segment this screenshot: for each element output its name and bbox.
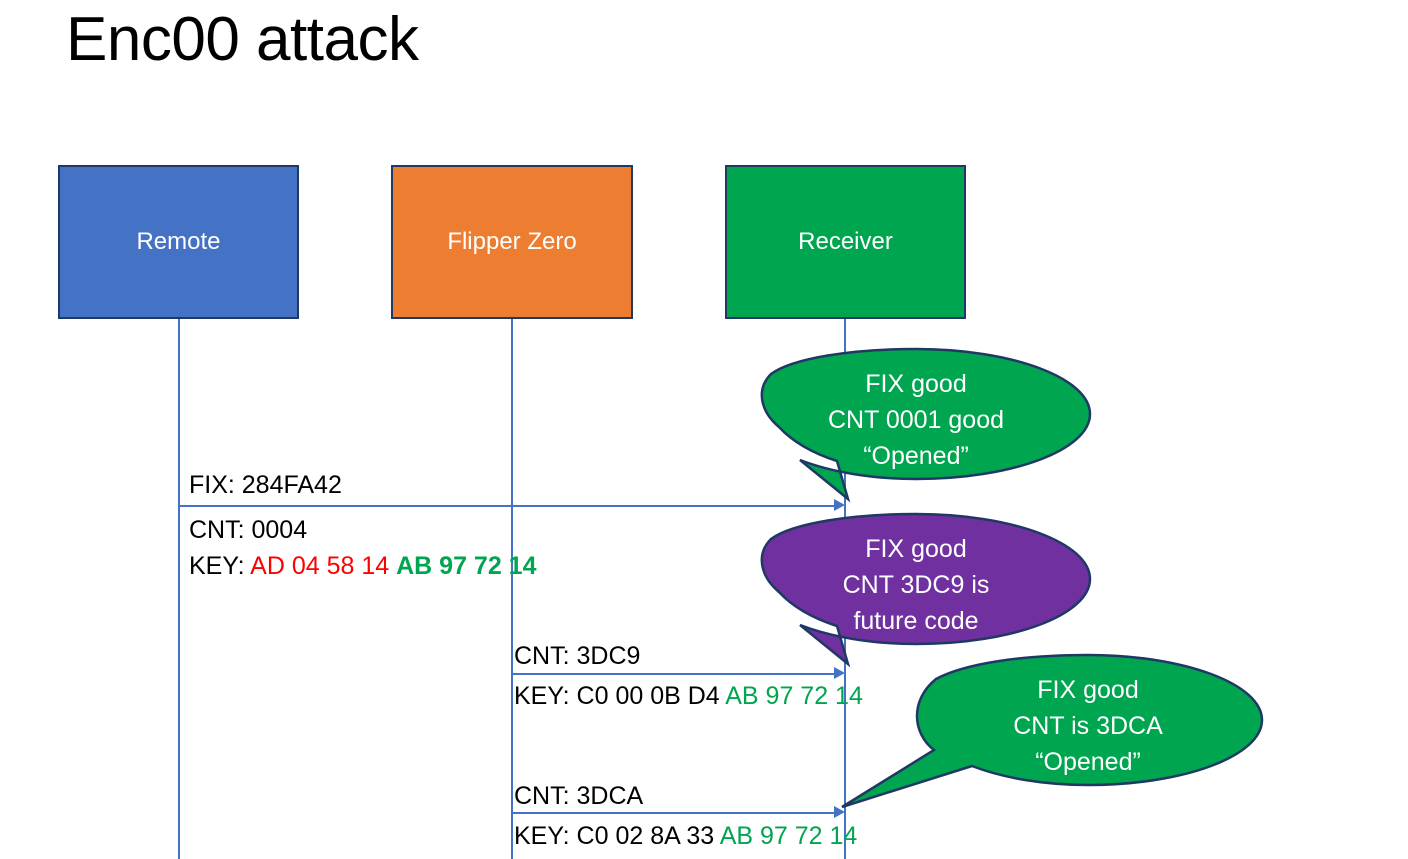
message-3-cnt-label: CNT: 3DCA bbox=[514, 782, 644, 810]
callout-shape-purple bbox=[760, 512, 1092, 668]
key-green-bytes: AB 97 72 14 bbox=[396, 552, 537, 580]
message-2-key-label: KEY: C0 00 0B D4 AB 97 72 14 bbox=[514, 678, 863, 714]
key-red-bytes: AD 04 58 14 bbox=[250, 552, 390, 580]
message-3-key-label: KEY: C0 02 8A 33 AB 97 72 14 bbox=[514, 818, 857, 854]
message-1-fix-label: FIX: 284FA42 bbox=[189, 471, 342, 499]
actor-box-receiver[interactable]: Receiver bbox=[725, 165, 966, 319]
lifeline-remote bbox=[178, 319, 180, 859]
key-green-bytes: AB 97 72 14 bbox=[725, 682, 863, 710]
callout-bubble-2[interactable]: FIX good CNT 3DC9 is future code bbox=[742, 512, 1092, 675]
key-prefix: KEY: bbox=[189, 552, 251, 580]
callout-bubble-3[interactable]: FIX good CNT is 3DCA “Opened” bbox=[841, 653, 1264, 816]
message-arrow-3 bbox=[512, 812, 836, 814]
message-2-cnt-label: CNT: 3DC9 bbox=[514, 642, 641, 670]
page-title: Enc00 attack bbox=[66, 5, 419, 74]
callout-bubble-1[interactable]: FIX good CNT 0001 good “Opened” bbox=[742, 347, 1092, 510]
message-1-key-label: KEY: AD 04 58 14 AB 97 72 14 bbox=[189, 548, 537, 584]
actor-box-remote[interactable]: Remote bbox=[58, 165, 299, 319]
actor-label-remote: Remote bbox=[136, 228, 221, 255]
arrowhead-icon bbox=[834, 667, 845, 679]
message-arrow-2 bbox=[512, 673, 836, 675]
arrowhead-icon bbox=[834, 806, 845, 818]
lifeline-flipper bbox=[511, 319, 513, 859]
actor-box-flipper[interactable]: Flipper Zero bbox=[391, 165, 633, 319]
message-1-cnt-label: CNT: 0004 bbox=[189, 516, 308, 544]
actor-label-flipper: Flipper Zero bbox=[447, 228, 577, 255]
message-arrow-1 bbox=[179, 505, 836, 507]
key-green-bytes: AB 97 72 14 bbox=[719, 822, 858, 850]
key-prefix: KEY: C0 02 8A 33 bbox=[514, 822, 720, 850]
actor-label-receiver: Receiver bbox=[798, 228, 893, 255]
key-prefix: KEY: C0 00 0B D4 bbox=[514, 682, 726, 710]
callout-shape-green bbox=[841, 653, 1264, 809]
arrowhead-icon bbox=[834, 499, 845, 511]
callout-shape-green bbox=[760, 347, 1092, 503]
